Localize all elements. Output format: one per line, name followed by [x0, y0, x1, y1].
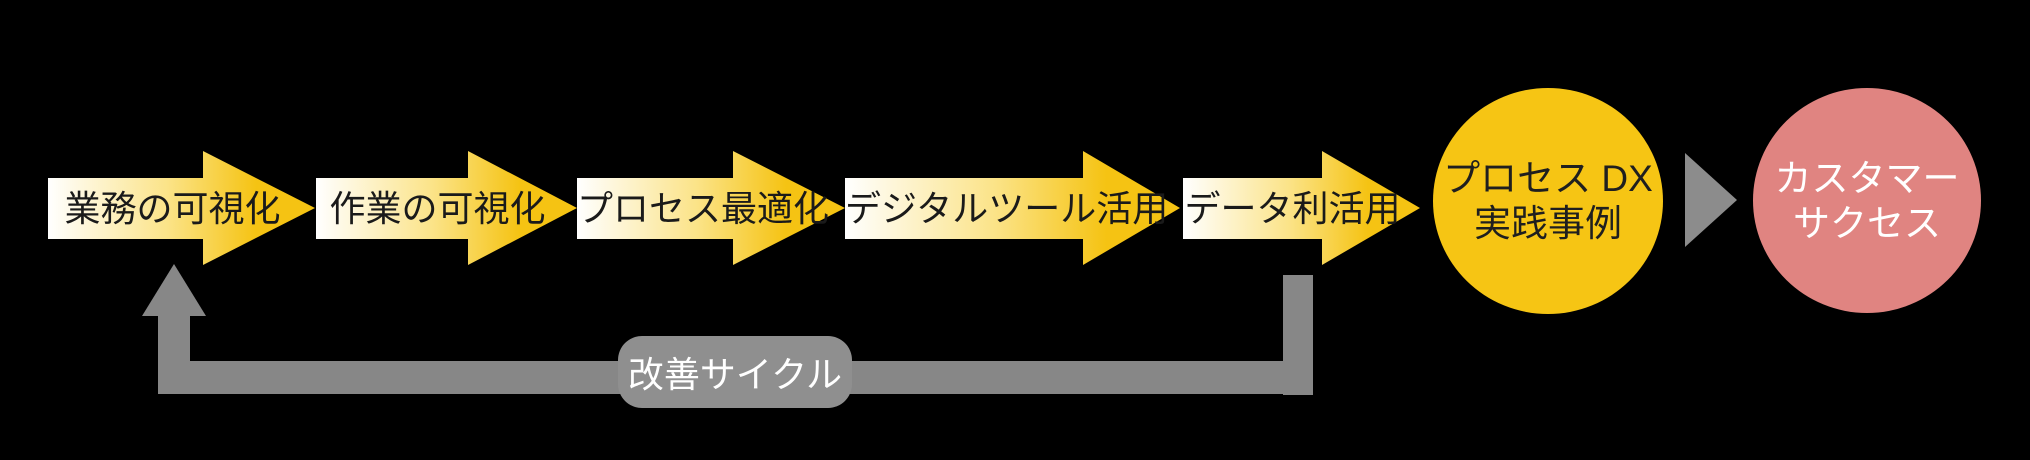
- customer-success-node-label: カスタマー サクセス: [1775, 156, 1960, 246]
- flow-step-label-5: データ利活用: [1184, 188, 1401, 229]
- cycle-line-left-vertical: [158, 315, 190, 365]
- flow-arrow-shape-5: [1183, 151, 1420, 265]
- right-arrow-icon: [1685, 153, 1737, 247]
- customer-success-line2: サクセス: [1793, 202, 1941, 244]
- flow-step-label-1: 業務の可視化: [64, 188, 281, 229]
- flow-step-label-4: デジタルツール活用: [845, 188, 1169, 229]
- cycle-up-arrowhead-icon: [142, 264, 206, 316]
- flow-arrow-shape-2: [316, 151, 577, 265]
- cycle-label-badge: 改善サイクル: [618, 336, 852, 408]
- flow-arrow-shape-1: [48, 151, 315, 265]
- process-dx-line1: プロセス DX: [1443, 158, 1653, 199]
- process-dx-line2: 実践事例: [1474, 203, 1622, 244]
- process-dx-node-label: プロセス DX 実践事例: [1443, 156, 1653, 246]
- customer-success-node: カスタマー サクセス: [1753, 88, 1981, 313]
- cycle-label-text: 改善サイクル: [627, 354, 843, 395]
- customer-success-line1: カスタマー: [1774, 157, 1960, 199]
- flow-arrow-shape-3: [577, 151, 845, 265]
- process-dx-node: プロセス DX 実践事例: [1433, 88, 1663, 314]
- flow-step-label-2: 作業の可視化: [329, 188, 546, 229]
- flow-step-label-3: プロセス最適化: [577, 188, 830, 229]
- flow-arrow-shape-4: [845, 151, 1180, 265]
